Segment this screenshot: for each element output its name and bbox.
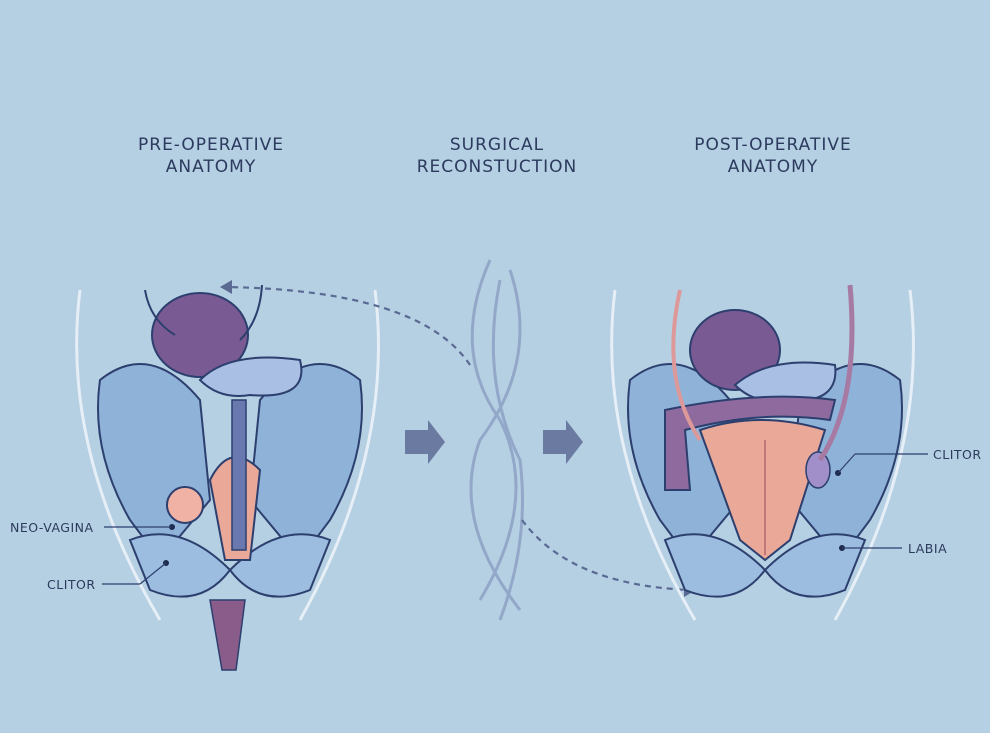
surgical-reconstruction-title: SURGICAL RECONSTUCTION [367,134,627,178]
label-clitor-left: CLITOR [47,577,96,592]
label-labia: LABIA [908,541,948,556]
dashed-arrow-top [224,285,471,366]
pre-operative-pelvis [75,284,380,671]
post-operative-pelvis [610,284,928,621]
label-clitor-right: CLITOR [933,447,982,462]
title-line: SURGICAL [449,135,545,155]
title-line: PRE-OPERATIVE [138,135,284,155]
dashed-arrow-bottom [521,519,691,592]
right-arrow-icon [543,420,583,464]
pre-operative-title: PRE-OPERATIVE ANATOMY [81,134,341,178]
label-neo-vagina: NEO-VAGINA [10,520,94,535]
title-line: RECONSTUCTION [416,157,578,177]
bladder [151,292,249,378]
title-line: ANATOMY [727,157,819,177]
title-line: POST-OPERATIVE [694,135,852,155]
right-arrow-icon [405,420,445,464]
arrowhead-icon [220,280,232,294]
reconstruction-ribbons [469,259,524,621]
title-line: ANATOMY [165,157,257,177]
post-operative-title: POST-OPERATIVE ANATOMY [643,134,903,178]
